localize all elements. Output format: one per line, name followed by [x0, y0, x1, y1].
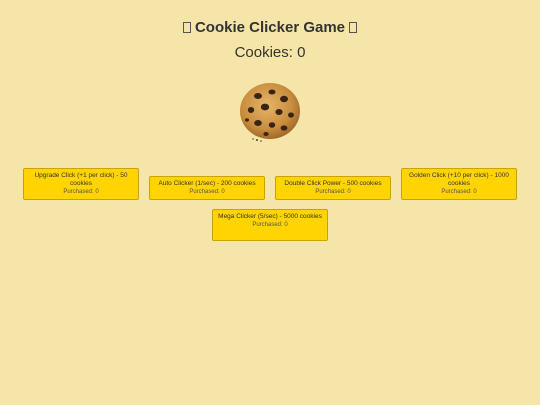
missing-glyph-icon — [349, 22, 358, 33]
upgrade-click-button[interactable]: Upgrade Click (+1 per click) - 50 cookie… — [23, 168, 139, 200]
golden-click-purchased: Purchased: 0 — [441, 189, 477, 195]
upgrade-click-purchased: Purchased: 0 — [63, 189, 99, 195]
auto-clicker-purchased: Purchased: 0 — [189, 189, 225, 195]
double-click-power-button[interactable]: Double Click Power - 500 cookies Purchas… — [275, 176, 391, 200]
page-title: Cookie Clicker Game — [0, 19, 540, 37]
double-click-power-label: Double Click Power - 500 cookies — [284, 180, 382, 187]
title-text: Cookie Clicker Game — [194, 19, 346, 36]
auto-clicker-label: Auto Clicker (1/sec) - 200 cookies — [158, 180, 256, 187]
chocolate-chips — [245, 89, 294, 136]
auto-clicker-button[interactable]: Auto Clicker (1/sec) - 200 cookies Purch… — [149, 176, 265, 200]
missing-glyph-icon — [182, 22, 191, 33]
mega-clicker-button[interactable]: Mega Clicker (5/sec) - 5000 cookies Purc… — [212, 209, 328, 241]
golden-click-label: Golden Click (+10 per click) - 1000 cook… — [409, 172, 509, 187]
double-click-power-purchased: Purchased: 0 — [315, 189, 351, 195]
cookie-button[interactable] — [238, 82, 302, 142]
mega-clicker-purchased: Purchased: 0 — [252, 222, 288, 228]
upgrade-click-label: Upgrade Click (+1 per click) - 50 cookie… — [34, 172, 128, 187]
golden-click-button[interactable]: Golden Click (+10 per click) - 1000 cook… — [401, 168, 517, 200]
mega-clicker-label: Mega Clicker (5/sec) - 5000 cookies — [218, 213, 322, 220]
cookie-counter: Cookies: 0 — [234, 44, 306, 61]
cookie-crumbs — [252, 138, 262, 142]
